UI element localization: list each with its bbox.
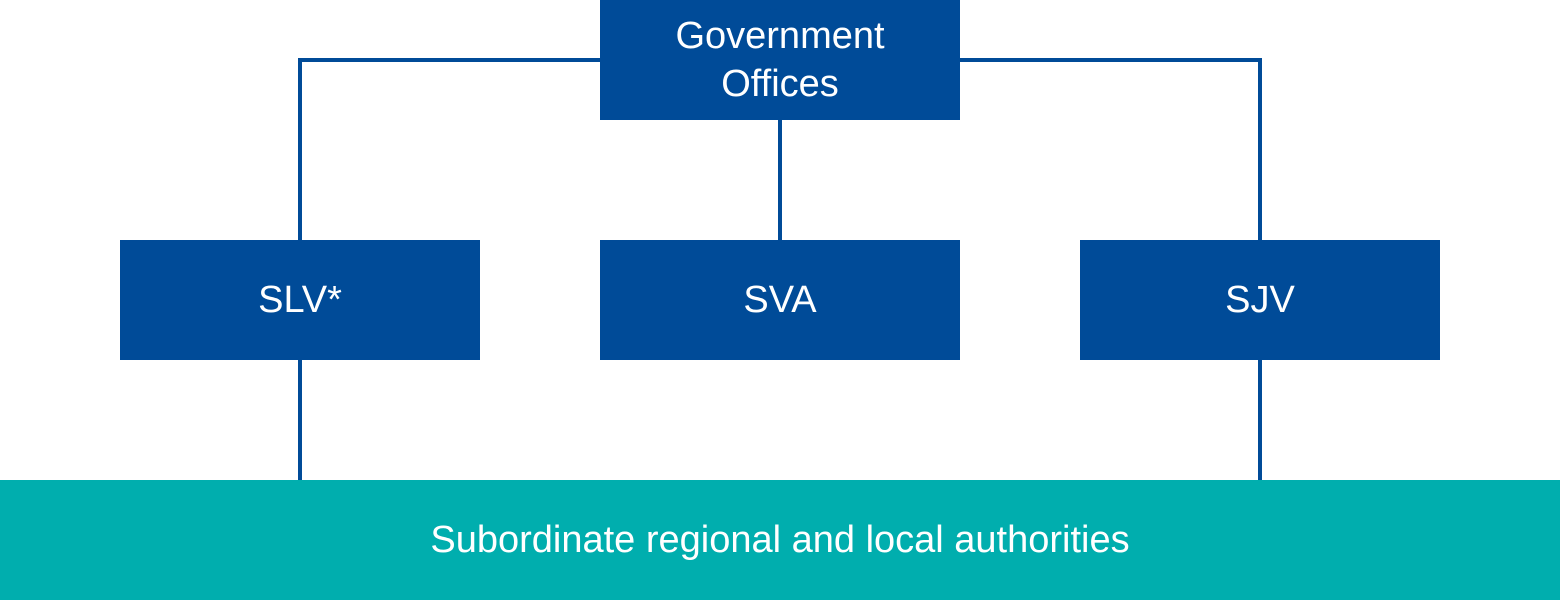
slv-box: SLV*	[120, 240, 480, 360]
government-offices-box: Government Offices	[600, 0, 960, 120]
connector-root-to-sjv-horizontal	[958, 58, 1262, 62]
connector-sjv-to-bottom	[1258, 358, 1262, 482]
sva-box: SVA	[600, 240, 960, 360]
subordinate-authorities-bar: Subordinate regional and local authoriti…	[0, 480, 1560, 600]
connector-slv-to-bottom	[298, 358, 302, 482]
government-offices-label-line2: Offices	[721, 63, 839, 105]
connector-root-to-sva	[778, 118, 782, 242]
subordinate-authorities-label: Subordinate regional and local authoriti…	[430, 518, 1130, 561]
connector-root-to-slv-horizontal	[298, 58, 602, 62]
sjv-box: SJV	[1080, 240, 1440, 360]
connector-root-to-slv-vertical	[298, 58, 302, 242]
slv-label: SLV*	[258, 279, 342, 321]
sva-label: SVA	[743, 279, 817, 321]
sjv-label: SJV	[1225, 279, 1295, 321]
connector-root-to-sjv-vertical	[1258, 58, 1262, 242]
government-offices-label-line1: Government	[675, 15, 885, 57]
